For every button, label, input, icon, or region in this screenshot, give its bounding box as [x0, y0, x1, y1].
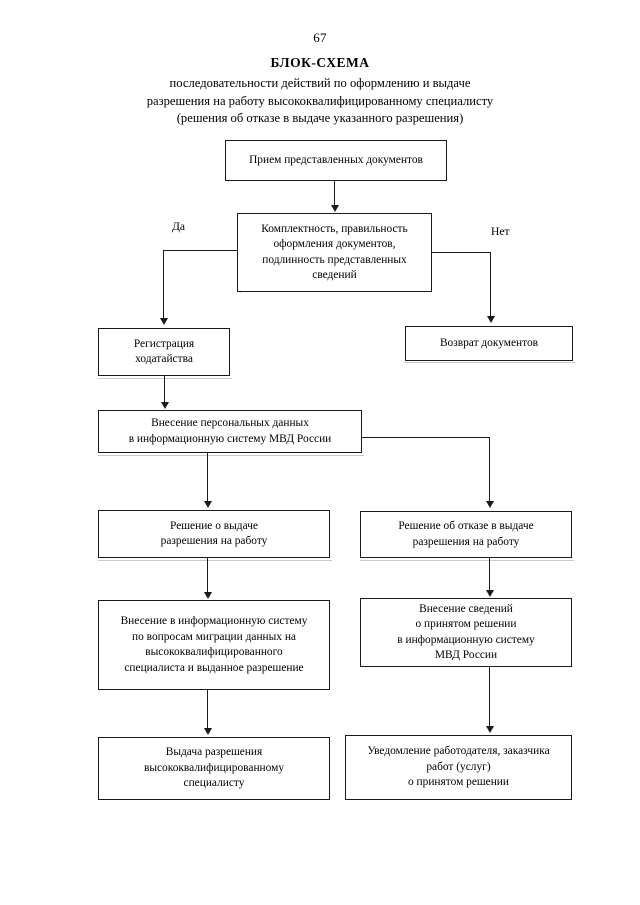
arrowhead-check-to-return — [487, 316, 495, 323]
page-title: БЛОК-СХЕМА — [270, 55, 370, 70]
page-subtitle: последовательности действий по оформлени… — [60, 75, 580, 128]
node-decision-refuse: Решение об отказе в выдаче разрешения на… — [360, 511, 572, 558]
node-personal-data-line-1: Внесение персональных данных — [151, 417, 309, 429]
node-registration-line-1: Регистрация — [133, 337, 195, 350]
node-completeness-check: Комплектность, правильность оформления д… — [237, 213, 432, 292]
node-migration-line-1: Внесение в информационную систему — [120, 615, 308, 627]
node-notify-employer: Уведомление работодателя, заказчика рабо… — [345, 735, 572, 800]
node-issue-permit-line-3: специалисту — [183, 777, 245, 790]
connector-check-no-vertical — [490, 252, 491, 318]
connector-data-to-refuse-vertical — [489, 437, 490, 503]
scan-artifact — [98, 455, 364, 456]
arrowhead-refuse-to-info — [486, 590, 494, 597]
connector-info-to-notify — [489, 667, 490, 728]
node-decision-grant-line-2: разрешения на работу — [160, 535, 268, 547]
arrowhead-data-to-refuse — [486, 501, 494, 508]
node-migration-system-entry: Внесение в информационную систему по воп… — [98, 600, 330, 690]
arrowhead-grant-to-migration — [204, 592, 212, 599]
node-decision-info-line-3: в информационную систему — [397, 633, 535, 646]
subtitle-line-3: (решения об отказе в выдаче указанного р… — [176, 111, 464, 125]
connector-data-to-grant — [207, 453, 208, 503]
node-notify-employer-line-3: о принятом решении — [408, 776, 509, 789]
connector-check-no-horizontal — [432, 252, 491, 253]
node-decision-info-line-2: о принятом решении — [415, 618, 517, 630]
node-decision-refuse-line-1: Решение об отказе в выдаче — [398, 520, 534, 532]
connector-registration-to-data — [164, 376, 165, 404]
scan-artifact — [360, 560, 574, 561]
subtitle-line-1: последовательности действий по оформлени… — [169, 76, 471, 90]
node-intake: Прием представленных документов — [225, 140, 447, 181]
node-notify-employer-line-2: работ (услуг) — [426, 760, 491, 773]
edge-label-no: Нет — [491, 225, 510, 238]
node-registration-line-2: ходатайства — [135, 353, 193, 365]
node-check-line-4: сведений — [312, 269, 357, 281]
connector-refuse-to-info — [489, 558, 490, 592]
node-migration-line-3: высококвалифицированного — [145, 646, 283, 658]
node-decision-info-entry: Внесение сведений о принятом решении в и… — [360, 598, 572, 667]
arrowhead-registration-to-data — [161, 402, 169, 409]
scan-artifact — [98, 560, 332, 561]
scan-artifact — [98, 378, 232, 379]
subtitle-line-2: разрешения на работу высококвалифицирова… — [146, 93, 494, 108]
node-check-line-1: Комплектность, правильность — [261, 222, 408, 235]
arrowhead-migration-to-issue — [204, 728, 212, 735]
node-notify-employer-line-1: Уведомление работодателя, заказчика — [367, 745, 550, 758]
node-check-line-2: оформления документов, — [273, 238, 396, 250]
node-personal-data-line-2: в информационную систему МВД России — [128, 432, 332, 445]
node-decision-grant: Решение о выдаче разрешения на работу — [98, 510, 330, 558]
connector-intake-to-check — [334, 181, 335, 207]
node-decision-refuse-line-2: разрешения на работу — [412, 535, 520, 548]
node-migration-line-2: по вопросам миграции данных на — [132, 630, 296, 643]
node-issue-permit-line-1: Выдача разрешения — [165, 746, 263, 759]
node-return-documents-line-1: Возврат документов — [439, 336, 539, 349]
page-number: 67 — [313, 30, 327, 45]
node-issue-permit: Выдача разрешения высококвалифицированно… — [98, 737, 330, 800]
connector-migration-to-issue — [207, 690, 208, 730]
edge-label-yes: Да — [172, 220, 186, 233]
connector-grant-to-migration — [207, 558, 208, 594]
connector-check-yes-horizontal — [163, 250, 238, 251]
node-issue-permit-line-2: высококвалифицированному — [143, 761, 285, 774]
node-check-line-3: подлинность представленных — [262, 253, 407, 266]
scan-artifact — [405, 362, 575, 363]
arrowhead-info-to-notify — [486, 726, 494, 733]
node-decision-grant-line-1: Решение о выдаче — [170, 519, 258, 532]
node-return-documents: Возврат документов — [405, 326, 573, 361]
arrowhead-intake-to-check — [331, 205, 339, 212]
connector-check-yes-vertical — [163, 250, 164, 320]
arrowhead-data-to-grant — [204, 501, 212, 508]
node-enter-personal-data: Внесение персональных данных в информаци… — [98, 410, 362, 453]
node-migration-line-4: специалиста и выданное разрешение — [124, 661, 304, 674]
node-registration: Регистрация ходатайства — [98, 328, 230, 376]
node-decision-info-line-4: МВД России — [434, 649, 498, 661]
arrowhead-check-to-registration — [160, 318, 168, 325]
node-intake-line-1: Прием представленных документов — [249, 153, 423, 166]
connector-data-to-refuse-horizontal — [362, 437, 490, 438]
node-decision-info-line-1: Внесение сведений — [419, 602, 513, 615]
